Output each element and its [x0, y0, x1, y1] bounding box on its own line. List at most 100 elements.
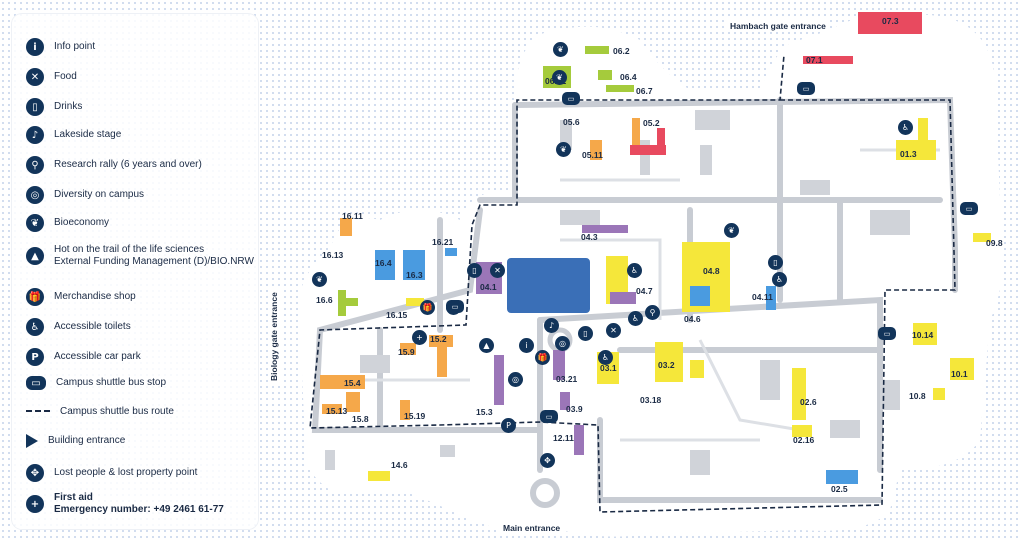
bus-route-icon	[26, 410, 50, 414]
legend-item-food: ✕ Food	[26, 68, 77, 86]
drinks-icon[interactable]: ▯	[467, 263, 482, 278]
legend-label: Accessible toilets	[54, 321, 131, 332]
legend-label: Bioeconomy	[54, 217, 110, 228]
legend-item-lakeside-stage: ♪Lakeside stage	[26, 126, 121, 144]
merchandise-icon[interactable]: 🎁	[420, 300, 435, 315]
info-icon[interactable]: i	[519, 338, 534, 353]
building-label-15-19: 15.19	[404, 411, 426, 421]
diversity-icon[interactable]: ◎	[508, 372, 523, 387]
building-label-16-13: 16.13	[322, 250, 344, 260]
main-entrance-label: Main entrance	[500, 522, 564, 534]
lost-property-icon: ✥	[26, 464, 44, 482]
bus-stop-icon[interactable]: ▭	[540, 410, 558, 423]
food-icon[interactable]: ✕	[606, 323, 621, 338]
accessible-toilets-icon[interactable]: ♿	[898, 120, 913, 135]
life-sciences-icon[interactable]: ▲	[479, 338, 494, 353]
biology-gate-label: Biology gate entrance	[268, 289, 280, 384]
building-label-06-2: 06.2	[613, 46, 630, 56]
first-aid-icon: +	[26, 495, 44, 513]
bioeconomy-icon[interactable]: ❦	[724, 223, 739, 238]
building-entrance-icon	[26, 434, 38, 448]
legend-item-drinks: ▯ Drinks	[26, 98, 82, 116]
first-aid-icon[interactable]: +	[412, 330, 427, 345]
food-icon[interactable]: ✕	[490, 263, 505, 278]
building-label-15-3: 15.3	[476, 407, 493, 417]
drinks-icon[interactable]: ▯	[768, 255, 783, 270]
shuttle-route	[309, 54, 956, 513]
accessible-car-park-icon[interactable]: P	[501, 418, 516, 433]
diversity-icon[interactable]: ◎	[555, 336, 570, 351]
legend-item-merchandise: 🎁Merchandise shop	[26, 288, 136, 306]
food-icon: ✕	[26, 68, 44, 86]
campus-ground	[298, 14, 1004, 537]
legend-label: Campus shuttle bus stop	[56, 377, 167, 388]
building-label-16-6: 16.6	[316, 295, 333, 305]
legend-item-building-entrance: Building entrance	[26, 434, 125, 448]
merchandise-icon: 🎁	[26, 288, 44, 306]
legend-item-bus-stop: ▭ Campus shuttle bus stop	[26, 376, 166, 390]
building-label-10-1: 10.1	[951, 369, 968, 379]
accessible-toilets-icon[interactable]: ♿	[772, 272, 787, 287]
legend-item-diversity: ◎Diversity on campus	[26, 186, 144, 204]
lake	[507, 258, 590, 313]
building-label-16-21: 16.21	[432, 237, 454, 247]
bioeconomy-icon: ❦	[26, 214, 44, 232]
legend-label: Lost people & lost property point	[54, 467, 198, 478]
building-label-04-1: 04.1	[480, 282, 497, 292]
building-label-04-8: 04.8	[703, 266, 720, 276]
accessible-toilets-icon[interactable]: ♿	[628, 311, 643, 326]
building-label-04-11: 04.11	[752, 292, 773, 302]
bioeconomy-icon[interactable]: ❦	[312, 272, 327, 287]
accessible-car-park-icon: P	[26, 348, 44, 366]
bioeconomy-icon[interactable]: ❦	[552, 70, 567, 85]
building-label-03-18: 03.18	[640, 395, 662, 405]
grey-buildings	[325, 110, 910, 475]
bus-stop-icon: ▭	[26, 376, 46, 390]
building-label-03-1: 03.1	[600, 363, 617, 373]
building-label-02-16: 02.16	[793, 435, 815, 445]
bioeconomy-icon[interactable]: ❦	[553, 42, 568, 57]
building-label-03-9: 03.9	[566, 404, 583, 414]
legend-item-research-rally: ⚲Research rally (6 years and over)	[26, 156, 202, 174]
bus-stop-icon[interactable]: ▭	[562, 92, 580, 105]
bus-stop-icon[interactable]: ▭	[446, 300, 464, 313]
legend-label: Food	[54, 71, 77, 82]
building-label-06-4: 06.4	[620, 72, 637, 82]
lakeside-stage-icon: ♪	[26, 126, 44, 144]
accessible-toilets-icon[interactable]: ♿	[627, 263, 642, 278]
drinks-icon[interactable]: ▯	[578, 326, 593, 341]
legend-label: Drinks	[54, 101, 83, 112]
drinks-icon: ▯	[26, 98, 44, 116]
bus-stop-icon[interactable]: ▭	[797, 82, 815, 95]
accessible-toilets-icon[interactable]: ♿	[598, 350, 613, 365]
building-label-07-3: 07.3	[882, 16, 899, 26]
building-label-15-13: 15.13	[326, 406, 348, 416]
legend-label: Research rally (6 years and over)	[54, 159, 202, 170]
life-sciences-icon: ▲	[26, 247, 44, 265]
building-label-15-2: 15.2	[430, 334, 447, 344]
bioeconomy-icon[interactable]: ❦	[556, 142, 571, 157]
research-rally-icon[interactable]: ⚲	[645, 305, 660, 320]
building-label-15-4: 15.4	[344, 378, 361, 388]
hambach-gate-label: Hambach gate entrance	[727, 20, 829, 32]
building-label-10-14: 10.14	[912, 330, 934, 340]
building-label-07-1: 07.1	[806, 55, 823, 65]
bus-stop-icon[interactable]: ▭	[878, 327, 896, 340]
building-label-10-8: 10.8	[909, 391, 926, 401]
building-label-15-9: 15.9	[398, 347, 415, 357]
lakeside-stage-icon[interactable]: ♪	[544, 318, 559, 333]
building-label-15-8: 15.8	[352, 414, 369, 424]
building-label-16-4: 16.4	[375, 258, 392, 268]
building-label-02-6: 02.6	[800, 397, 817, 407]
building-label-03-21: 03.21	[556, 374, 578, 384]
lost-property-icon[interactable]: ✥	[540, 453, 555, 468]
merchandise-icon[interactable]: 🎁	[535, 350, 550, 365]
legend-item-bioeconomy: ❦ Bioeconomy	[26, 214, 109, 232]
bus-stop-icon[interactable]: ▭	[960, 202, 978, 215]
